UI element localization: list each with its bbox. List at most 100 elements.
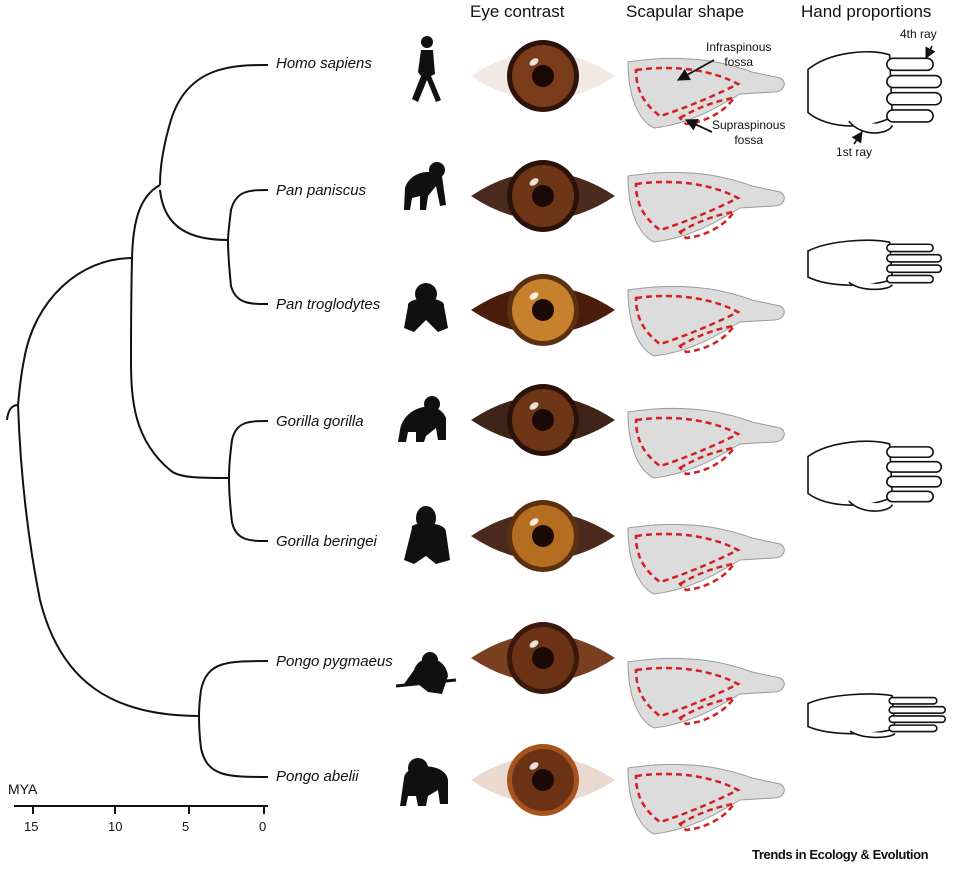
primate-silhouettes [395, 36, 457, 806]
highlight [529, 58, 539, 66]
highlight [529, 640, 539, 648]
silhouette-orangutan-hanging [395, 652, 457, 694]
silhouette-orangutan-standing [400, 758, 448, 806]
pupil [532, 409, 554, 431]
branch-gorilla-ancestor [169, 469, 230, 479]
highlight [529, 178, 539, 186]
supraspinous-fossa-outline [677, 324, 737, 354]
highlight [529, 762, 539, 770]
scapula-body [627, 57, 785, 129]
axis-tick-label-5: 5 [182, 819, 190, 834]
header-scapular-shape: Scapular shape [626, 2, 745, 21]
scapula-pan-paniscus [627, 171, 785, 243]
infraspinous-arrow [676, 59, 715, 81]
eye-contrast-panels [471, 40, 615, 816]
infraspinous-fossa-outline [634, 772, 741, 824]
time-axis [14, 805, 268, 814]
finger-3 [886, 253, 943, 263]
thumb [848, 500, 894, 512]
finger-4 [886, 91, 943, 106]
pupil [532, 647, 554, 669]
silhouette-chimpanzee-sitting [404, 283, 448, 332]
branch-pan-troglodytes [227, 239, 269, 305]
branch-pan-ancestor [159, 189, 229, 241]
thumb [849, 730, 896, 739]
silhouette-gorilla-quadruped [398, 396, 446, 442]
branch-gorilla-gorilla [228, 420, 269, 479]
finger-4 [886, 475, 943, 488]
scapula-body [627, 171, 785, 243]
finger-2 [886, 446, 934, 459]
species-label-gorilla-gorilla: Gorilla gorilla [276, 413, 364, 430]
eye-gorilla-beringei [471, 500, 615, 572]
species-label-pongo-pygmaeus: Pongo pygmaeus [276, 653, 393, 670]
scapula-body [627, 407, 785, 479]
branch-root [6, 404, 19, 421]
finger-3 [886, 460, 943, 473]
supraspinous-fossa-outline [677, 210, 737, 240]
hand-pan [807, 239, 943, 291]
infraspinous-fossa-outline [634, 180, 741, 232]
branch-pongo-abelii [198, 715, 269, 778]
finger-4 [886, 264, 943, 274]
scapula-body [627, 657, 785, 729]
pupil [532, 299, 554, 321]
scapula-pongo-pygmaeus [627, 657, 785, 729]
fourth-ray-arrow [925, 45, 936, 60]
species-label-pan-troglodytes: Pan troglodytes [276, 296, 381, 313]
species-label-homo-sapiens: Homo sapiens [276, 55, 372, 72]
palm [807, 440, 894, 506]
pupil [532, 185, 554, 207]
palm [807, 239, 894, 286]
finger-2 [888, 696, 938, 705]
eye-homo-sapiens [471, 40, 615, 112]
axis-tick-label-10: 10 [108, 819, 123, 834]
supraspinous-fossa-outline [677, 696, 737, 726]
finger-2 [886, 57, 934, 72]
silhouette-bonobo-quadruped [404, 162, 446, 210]
palm [807, 693, 896, 735]
first-ray-arrow [851, 131, 863, 145]
eye-pan-troglodytes [471, 274, 615, 346]
hand-homo [807, 50, 943, 134]
supraspinous-fossa-outline [677, 446, 737, 476]
branch-homo-sapiens [159, 64, 269, 186]
finger-3 [886, 74, 943, 89]
infraspinous-fossa-outline [634, 416, 741, 468]
axis-title: MYA [8, 781, 38, 797]
finger-2 [886, 243, 934, 253]
axis-tick-label-15: 15 [24, 819, 39, 834]
eye-pan-paniscus [471, 160, 615, 232]
annotation-infraspinous-fossa: Infraspinous fossa [706, 40, 772, 69]
scapula-body [627, 285, 785, 357]
finger-5 [886, 274, 934, 284]
thumb [848, 281, 894, 291]
hand-gorilla [807, 440, 943, 512]
branch-african-ape-ancestor [129, 184, 171, 471]
header-hand-proportions: Hand proportions [801, 2, 932, 21]
branch-hominine-ancestor [17, 257, 133, 406]
supraspinous-arrow [684, 119, 713, 133]
scapula-body [627, 523, 785, 595]
axis-tick-label-0: 0 [259, 819, 267, 834]
scapula-pan-troglodytes [627, 285, 785, 357]
finger-5 [886, 490, 934, 503]
hand-pongo [807, 693, 947, 739]
finger-4 [888, 715, 947, 724]
pupil [532, 65, 554, 87]
eye-pongo-abelii [471, 744, 615, 816]
scapula-gorilla-beringei [627, 523, 785, 595]
scapula-panels [627, 57, 785, 835]
silhouette-gorilla-sitting [404, 506, 450, 564]
infraspinous-fossa-outline [634, 294, 741, 346]
species-label-gorilla-beringei: Gorilla beringei [276, 533, 377, 550]
scapula-pongo-abelii [627, 763, 785, 835]
thumb [848, 120, 894, 134]
species-label-pongo-abelii: Pongo abelii [276, 768, 359, 785]
branch-pongo-ancestor [17, 404, 200, 717]
highlight [529, 518, 539, 526]
eye-gorilla-gorilla [471, 384, 615, 456]
pupil [532, 769, 554, 791]
